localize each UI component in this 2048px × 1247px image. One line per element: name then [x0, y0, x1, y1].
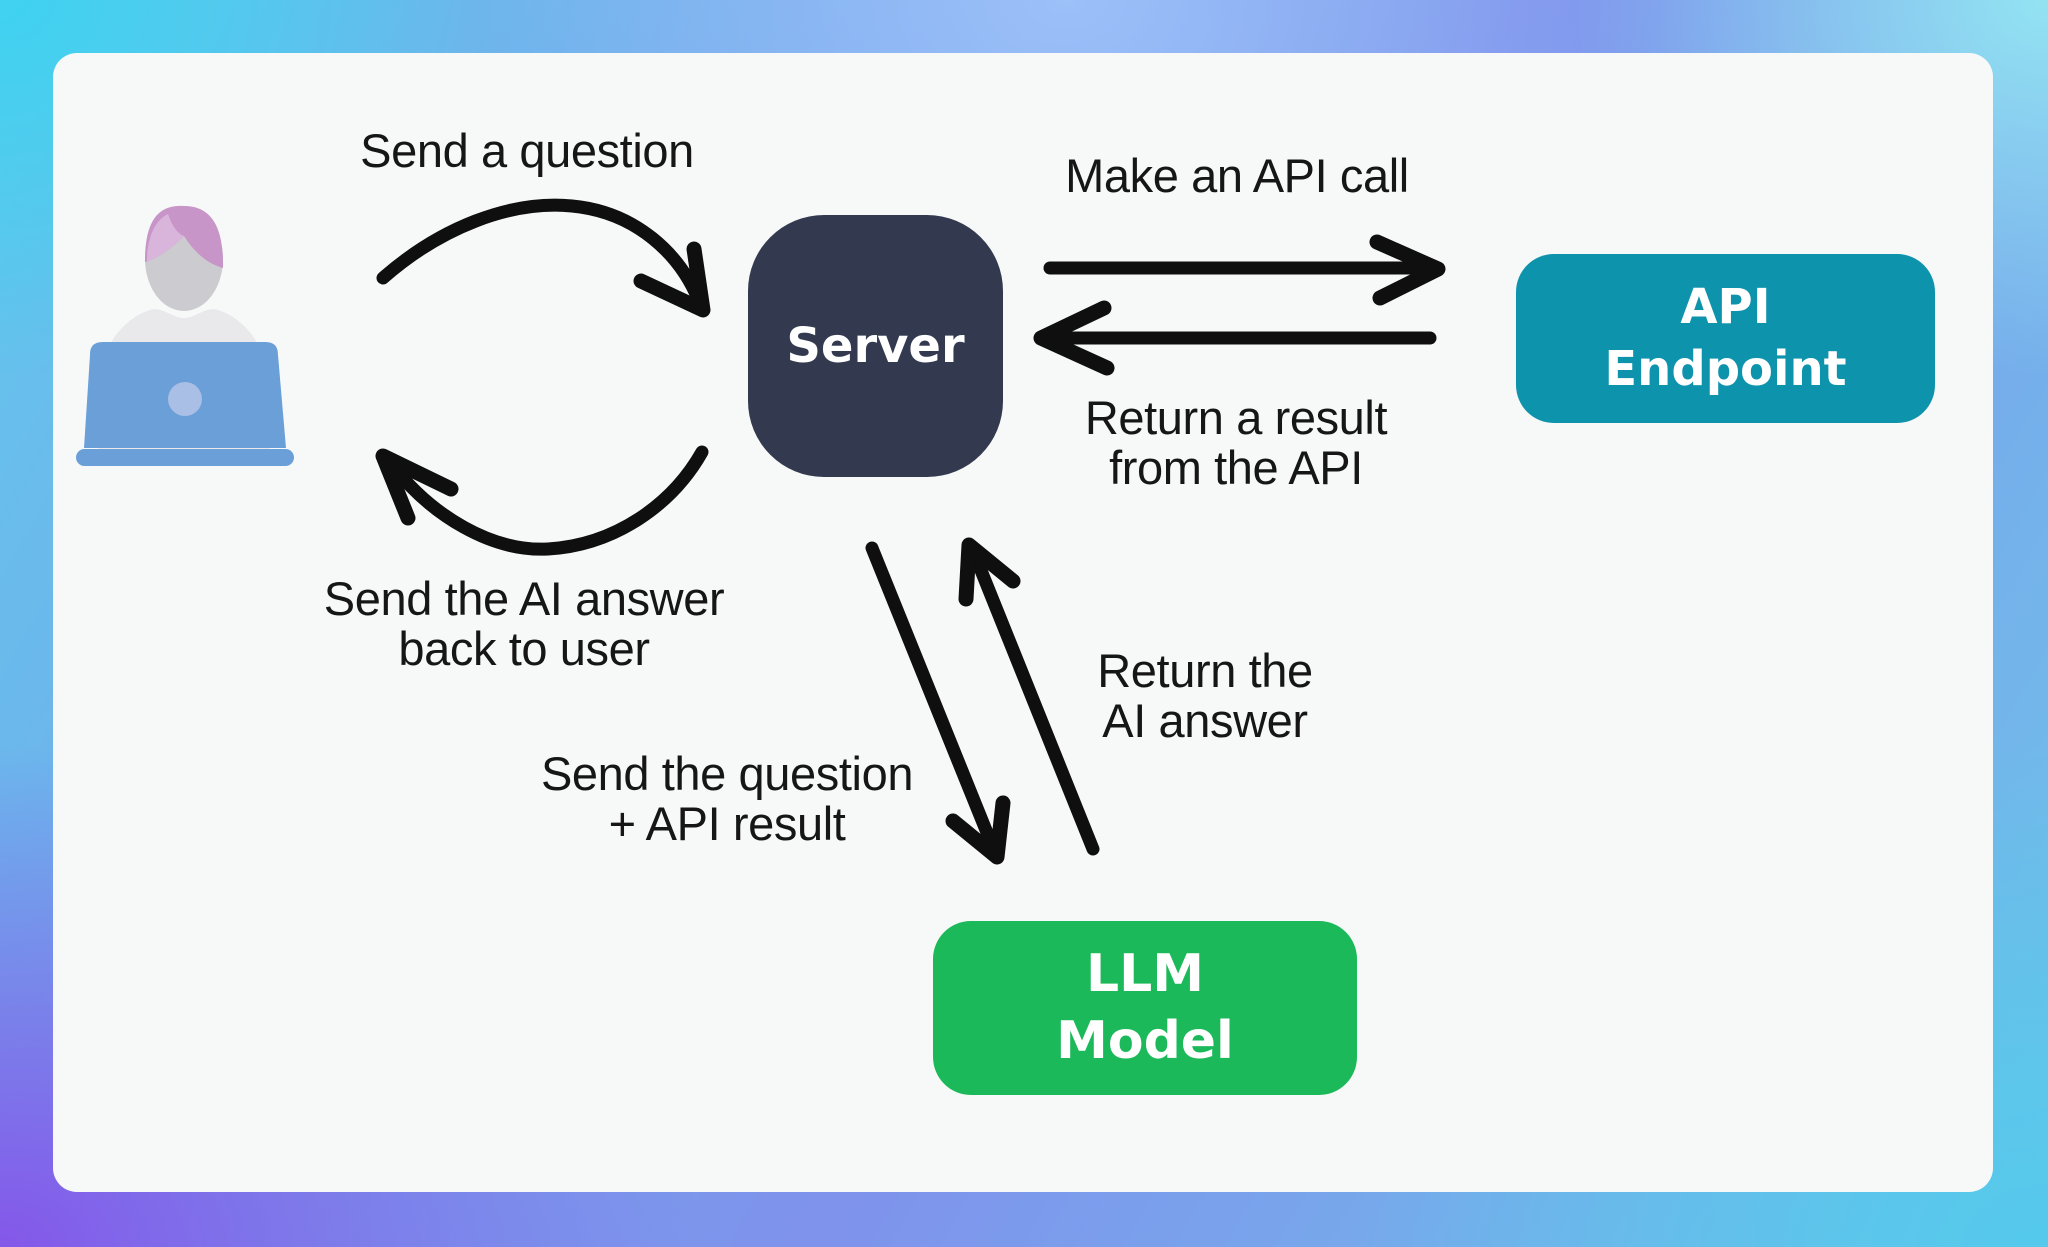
label-make-api-call: Make an API call — [1065, 149, 1409, 202]
arrow-server-to-user — [375, 445, 709, 556]
label-send-ai-answer-back: Send the AI answer back to user — [323, 572, 725, 675]
arrow-llm-to-server — [958, 537, 1100, 856]
server-node-label: Server — [786, 318, 965, 374]
user-at-laptop-icon — [76, 205, 294, 466]
arrow-server-to-llm — [865, 541, 1011, 865]
llm-model-node: LLM Model — [933, 921, 1357, 1095]
api-endpoint-node: API Endpoint — [1516, 254, 1935, 423]
label-return-ai-answer: Return the AI answer — [1097, 644, 1313, 747]
server-node: Server — [748, 215, 1003, 477]
label-send-question: Send a question — [360, 124, 694, 177]
label-return-result-from-api: Return a result from the API — [1084, 391, 1388, 494]
arrow-user-to-server — [376, 198, 711, 318]
label-send-question-plus-api-result: Send the question + API result — [540, 747, 914, 850]
arrow-server-to-api — [1043, 234, 1446, 306]
arrow-api-to-server — [1033, 300, 1437, 376]
api-endpoint-node-label: API Endpoint — [1604, 279, 1847, 397]
llm-model-node-label: LLM Model — [1056, 944, 1234, 1071]
